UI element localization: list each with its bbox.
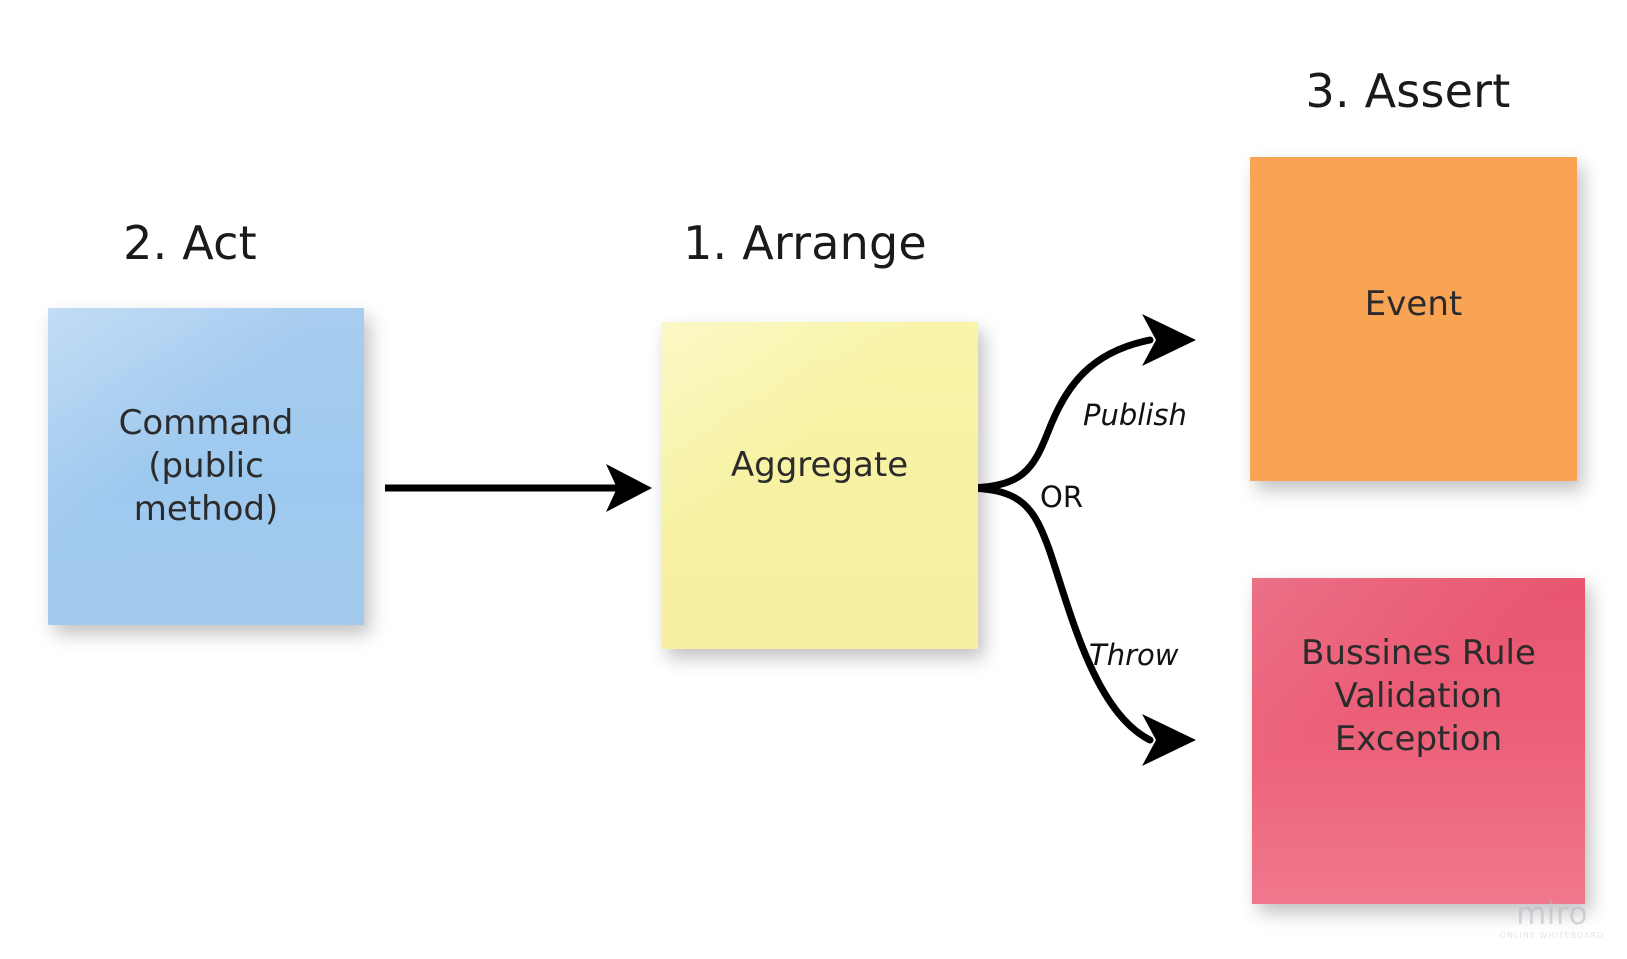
edge-label-throw: Throw — [1089, 638, 1179, 672]
sticky-note-aggregate-label: Aggregate — [730, 445, 909, 485]
miro-watermark: miro ONLINE WHITEBOARD — [1493, 899, 1611, 951]
miro-watermark-tagline: ONLINE WHITEBOARD — [1499, 931, 1605, 940]
edge-label-publish: Publish — [1083, 398, 1187, 432]
section-title-arrange: 1. Arrange — [683, 216, 927, 270]
sticky-note-command[interactable]: Command (public method) — [48, 308, 364, 625]
section-title-assert: 3. Assert — [1305, 64, 1511, 118]
sticky-note-aggregate[interactable]: Aggregate — [661, 322, 978, 649]
sticky-note-exception[interactable]: Bussines Rule Validation Exception — [1252, 578, 1585, 904]
arrow-command-to-aggregate — [385, 464, 652, 512]
sticky-note-event[interactable]: Event — [1250, 157, 1577, 481]
sticky-note-exception-label: Bussines Rule Validation Exception — [1301, 633, 1536, 760]
miro-watermark-name: miro — [1516, 896, 1588, 932]
sticky-note-command-label: Command (public method) — [118, 402, 294, 530]
edge-label-or: OR — [1040, 480, 1083, 514]
section-title-act: 2. Act — [123, 216, 257, 270]
sticky-note-event-label: Event — [1364, 284, 1463, 324]
arrow-aggregate-branch — [964, 314, 1196, 766]
